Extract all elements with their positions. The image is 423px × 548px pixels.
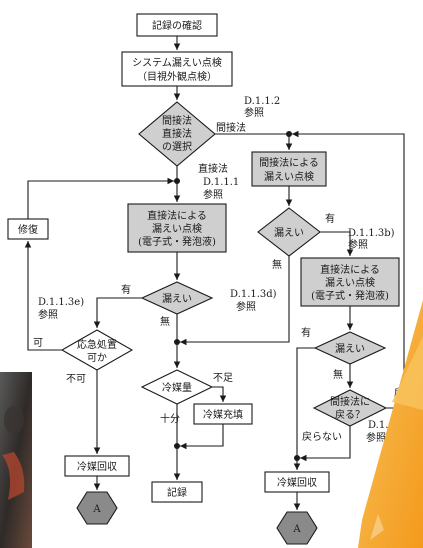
leak-label-2: 漏えい (274, 227, 304, 239)
return-indirect-decision: 間接法に 戻る？ (312, 389, 388, 427)
orange-graphic-overlay (358, 300, 423, 548)
method-select-label-1: 間接法 (162, 114, 192, 127)
possible-label: 可 (33, 338, 43, 349)
leak-label-1: 漏えい (162, 293, 192, 305)
edge-leak2-no (180, 256, 290, 346)
refrigerant-amount-label: 冷媒量 (162, 381, 192, 394)
return-no-label: 戻らない (302, 430, 342, 443)
junction-dot (174, 443, 180, 449)
emergency-decision: 応急処置 可か (60, 329, 134, 371)
record-label: 記録 (167, 486, 187, 499)
edge-amount-insufficient (212, 386, 227, 402)
ref-d111: D.1.1.1 (203, 177, 239, 188)
return-label-1: 間接法に (330, 395, 370, 408)
edge-leak3-yes (293, 347, 315, 470)
edge-leak1-yes (93, 297, 142, 328)
leak-decision-2: 漏えい (257, 207, 321, 257)
refrigerant-fill-node: 冷媒充填 (193, 403, 253, 425)
ref-d11-sansho: 参照 (366, 431, 386, 444)
yes-label-3: 有 (301, 326, 311, 339)
leak-label-3: 漏えい (335, 343, 365, 355)
return-label-2: 戻る？ (335, 408, 365, 421)
junction-dot (174, 339, 180, 345)
edge-labels: D.1.1.2 参照 間接法 直接法 D.1.1.1 参照 有 D.1.1.3b… (33, 96, 414, 444)
ref-d111-sansho: 参照 (203, 188, 223, 201)
junction-dot (294, 455, 300, 461)
method-select-label-3: の選択 (162, 140, 192, 153)
edge-emergency-possible (24, 241, 62, 351)
ref-d113b-sansho: 参照 (348, 238, 368, 251)
no-label-3: 無 (333, 368, 343, 381)
direct-inspection-label-1: 直接法による (147, 209, 207, 222)
repair-node: 修復 (7, 218, 49, 240)
direct-inspection-b-label-2: 漏えい点検 (325, 276, 375, 289)
ref-d113e-sansho: 参照 (38, 308, 58, 321)
refrigerant-amount-decision: 冷媒量 (140, 369, 214, 405)
direct-inspection-node: 直接法による 漏えい点検 (電子式・発泡液) (127, 203, 227, 253)
photo-overlay-left (0, 372, 32, 548)
yes-label-1: 有 (121, 283, 131, 296)
direct-inspection-label-2: 漏えい点検 (152, 222, 202, 235)
system-leak-inspection-node: システム漏えい点検 （目視外観点検） (121, 51, 233, 87)
system-inspection-label: システム漏えい点検 (132, 56, 222, 69)
yes-label-2: 有 (325, 212, 335, 225)
edge-fill-to-join (180, 424, 224, 450)
leak-decision-1: 漏えい (140, 281, 214, 315)
emergency-label-1: 応急処置 (77, 338, 117, 351)
terminal-a-label-2: A (292, 524, 301, 535)
leak-decision-3: 漏えい (313, 331, 387, 365)
visual-inspection-label: （目視外観点検） (137, 70, 217, 83)
ref-d113d: D.1.1.3d) (230, 289, 277, 300)
record-check-label: 記録の確認 (152, 19, 202, 32)
direct-inspection-b-label-1: 直接法による (320, 263, 380, 276)
ref-d113b: D.1.1.3b) (348, 228, 395, 239)
edge-repair-to-direct (27, 177, 174, 219)
refrigerant-recover-node-1: 冷媒回収 (64, 455, 130, 477)
no-label-2: 無 (272, 258, 282, 271)
recover-label-1: 冷媒回収 (77, 460, 117, 473)
insufficient-label: 不足 (213, 372, 233, 384)
direct-inspection-label-3: (電子式・発泡液) (138, 235, 216, 248)
direct-inspection-b-node: 直接法による 漏えい点検 (電子式・発泡液) (300, 257, 400, 307)
ref-d112-sansho: 参照 (244, 106, 264, 119)
ref-d113e: D.1.1.3e) (38, 297, 84, 308)
terminal-a-1: A (76, 491, 118, 525)
sufficient-label: 十分 (160, 412, 180, 425)
direct-inspection-b-label-3: (電子式・発泡液) (311, 289, 389, 302)
connectors (24, 36, 405, 510)
repair-label: 修復 (18, 223, 38, 236)
indirect-inspection-label-2: 漏えい点検 (264, 170, 314, 183)
edge-select-to-indirect (215, 133, 293, 150)
record-node: 記録 (151, 481, 203, 503)
junction-dot (174, 178, 180, 184)
terminal-a-2: A (276, 511, 318, 545)
method-select-label-2: 直接法 (162, 127, 192, 140)
direct-edge-label: 直接法 (198, 162, 228, 175)
indirect-inspection-label-1: 間接法による (259, 156, 319, 169)
ref-d113d-sansho: 参照 (236, 300, 256, 313)
no-label-1: 無 (160, 315, 170, 328)
refrigerant-recover-node-2: 冷媒回収 (264, 471, 330, 493)
ref-d112: D.1.1.2 (244, 96, 280, 107)
junction-dot (286, 131, 292, 137)
refrigerant-fill-label: 冷媒充填 (203, 408, 243, 421)
start-node-record-check: 記録の確認 (136, 13, 218, 37)
edge-leak2-yes (320, 231, 354, 256)
edge-return-no (300, 426, 351, 462)
ref-d11-partial: D.1.1 (368, 420, 395, 431)
impossible-label: 不可 (66, 374, 86, 385)
indirect-edge-label: 間接法 (216, 121, 246, 134)
recover-label-2: 冷媒回収 (277, 476, 317, 489)
method-selection-decision: 間接法 直接法 の選択 (138, 101, 216, 167)
indirect-inspection-node: 間接法による 漏えい点検 (251, 151, 327, 187)
emergency-label-2: 可か (87, 352, 107, 364)
terminal-a-label-1: A (92, 504, 101, 515)
